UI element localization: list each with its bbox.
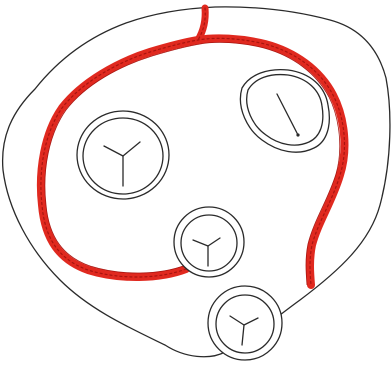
left-circle-group <box>77 111 169 199</box>
outer-outline <box>3 7 390 357</box>
slit-end-dot <box>296 133 299 136</box>
bottom-ring-group <box>208 286 282 360</box>
middle-ring-inner <box>181 215 237 271</box>
middle-ring-group <box>174 207 244 277</box>
